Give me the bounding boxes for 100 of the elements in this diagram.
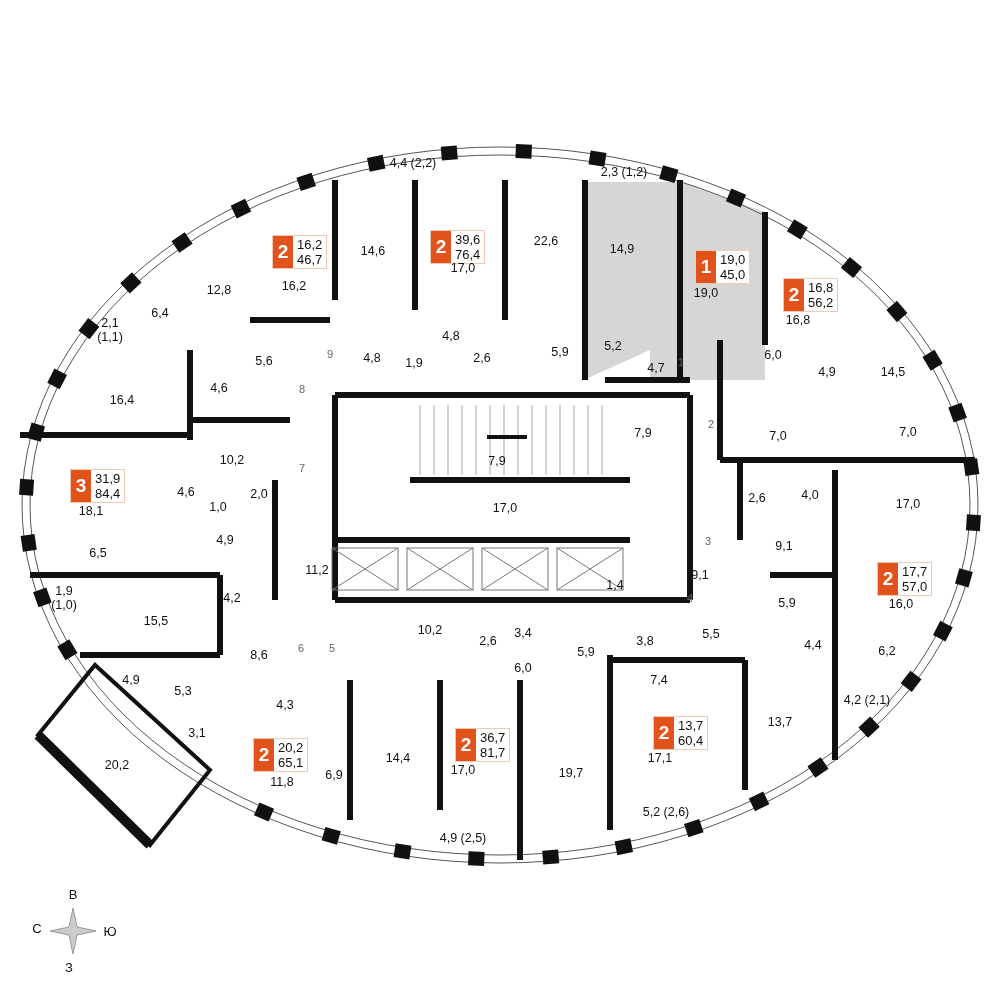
- room-area: 3,1: [188, 726, 206, 740]
- room-area: 14,4: [385, 751, 411, 765]
- compass-letter: С: [32, 922, 42, 936]
- room-area: 7,9: [488, 454, 506, 468]
- room-area: 4,9: [818, 365, 836, 379]
- area-value: 60,4: [678, 733, 704, 748]
- room-area: 5,6: [255, 354, 273, 368]
- room-area: 4,2 (2,1): [843, 693, 891, 707]
- door-number: 5: [328, 641, 336, 655]
- room-area: 2,6: [473, 351, 491, 365]
- apartment-badge: [695, 250, 751, 284]
- room-count: 2: [654, 717, 674, 749]
- room-area: 14,9: [609, 242, 635, 256]
- room-area: 16,4: [109, 393, 135, 407]
- room-area: 2,0: [250, 487, 268, 501]
- room-count: 3: [71, 470, 91, 502]
- room-area: 5,9: [551, 345, 569, 359]
- room-area: 6,9: [325, 768, 343, 782]
- room-area: 4,3: [276, 698, 294, 712]
- area-value: 46,7: [297, 252, 323, 267]
- apartment-badge: [877, 562, 933, 596]
- room-area: 14,6: [360, 244, 386, 258]
- apartment-badge: [253, 738, 309, 772]
- room-area: 3,8: [636, 634, 654, 648]
- room-area: 6,0: [514, 661, 532, 675]
- area-value: 16,8: [808, 280, 834, 295]
- compass-letter: З: [65, 961, 73, 975]
- room-count: 2: [784, 279, 804, 311]
- room-area: 5,9: [778, 596, 796, 610]
- room-area: 7,0: [769, 429, 787, 443]
- area-value: 65,1: [278, 755, 304, 770]
- room-area: 19,7: [558, 766, 584, 780]
- room-count: 2: [431, 231, 451, 263]
- room-area: 4,8: [363, 351, 381, 365]
- room-area: 7,4: [650, 673, 668, 687]
- room-area: 4,7: [647, 361, 665, 375]
- room-area: 5,2 (2,6): [642, 805, 690, 819]
- room-area: 11,2: [305, 563, 329, 577]
- room-area: 6,4: [151, 306, 169, 320]
- door-number: 4: [686, 591, 694, 605]
- area-value: 57,0: [902, 579, 928, 594]
- area-value: 81,7: [480, 745, 506, 760]
- room-area: 1,9 (1,0): [47, 584, 81, 612]
- area-value: 45,0: [720, 267, 746, 282]
- room-area: 5,9: [577, 645, 595, 659]
- room-area: 2,1 (1,1): [93, 316, 127, 344]
- room-area: 4,9: [122, 673, 140, 687]
- room-count: 2: [456, 729, 476, 761]
- room-area: 5,5: [702, 627, 720, 641]
- apartment-badge: [653, 716, 709, 750]
- compass-letter: Ю: [103, 925, 117, 939]
- room-area: 7,9: [634, 426, 652, 440]
- room-area: 4,9 (2,5): [439, 831, 487, 845]
- apartment-badge: [430, 230, 486, 264]
- area-value: 56,2: [808, 295, 834, 310]
- door-number: 7: [298, 461, 306, 475]
- room-area: 20,2: [104, 758, 130, 772]
- room-area: 8,6: [250, 648, 268, 662]
- room-area: 15,5: [143, 614, 169, 628]
- area-value: 19,0: [720, 252, 746, 267]
- room-count: 1: [696, 251, 716, 283]
- area-value: 16,2: [297, 237, 323, 252]
- room-area: 5,3: [174, 684, 192, 698]
- room-area: 17,0: [895, 497, 921, 511]
- room-area: 4,9: [216, 533, 234, 547]
- door-number: 6: [297, 641, 305, 655]
- room-area: 9,1: [775, 539, 793, 553]
- room-area: 1,9: [405, 356, 423, 370]
- room-area: 4,0: [801, 488, 819, 502]
- room-area: 4,4: [804, 638, 822, 652]
- area-value: 17,7: [902, 564, 928, 579]
- apartment-badge: [783, 278, 839, 312]
- door-number: 9: [326, 347, 334, 361]
- area-value: 76,4: [455, 247, 481, 262]
- room-area: 4,2: [223, 591, 241, 605]
- area-value: 31,9: [95, 471, 121, 486]
- room-area: 7,0: [899, 425, 917, 439]
- room-area: 17,1: [647, 751, 673, 765]
- room-area: 17,0: [492, 501, 518, 515]
- room-area: 5,2: [604, 339, 622, 353]
- room-area: 6,2: [878, 644, 896, 658]
- room-area: 2,6: [748, 491, 766, 505]
- room-area: 6,5: [89, 546, 107, 560]
- room-area: 13,7: [767, 715, 793, 729]
- room-area: 4,4 (2,2): [389, 156, 437, 170]
- room-count: 2: [254, 739, 274, 771]
- room-area: 4,8: [442, 329, 460, 343]
- room-area: 22,6: [533, 234, 559, 248]
- door-number: 2: [707, 417, 715, 431]
- area-value: 36,7: [480, 730, 506, 745]
- room-area: 1,4: [606, 578, 624, 592]
- apartment-badge: [272, 235, 328, 269]
- area-value: 20,2: [278, 740, 304, 755]
- room-area: 3,4: [514, 626, 532, 640]
- room-area: 10,2: [417, 623, 443, 637]
- room-area: 2,3 (1,2): [600, 165, 648, 179]
- area-value: 84,4: [95, 486, 121, 501]
- apartment-badge: [70, 469, 126, 503]
- room-area: 14,5: [880, 365, 906, 379]
- room-area: 1,0: [209, 500, 227, 514]
